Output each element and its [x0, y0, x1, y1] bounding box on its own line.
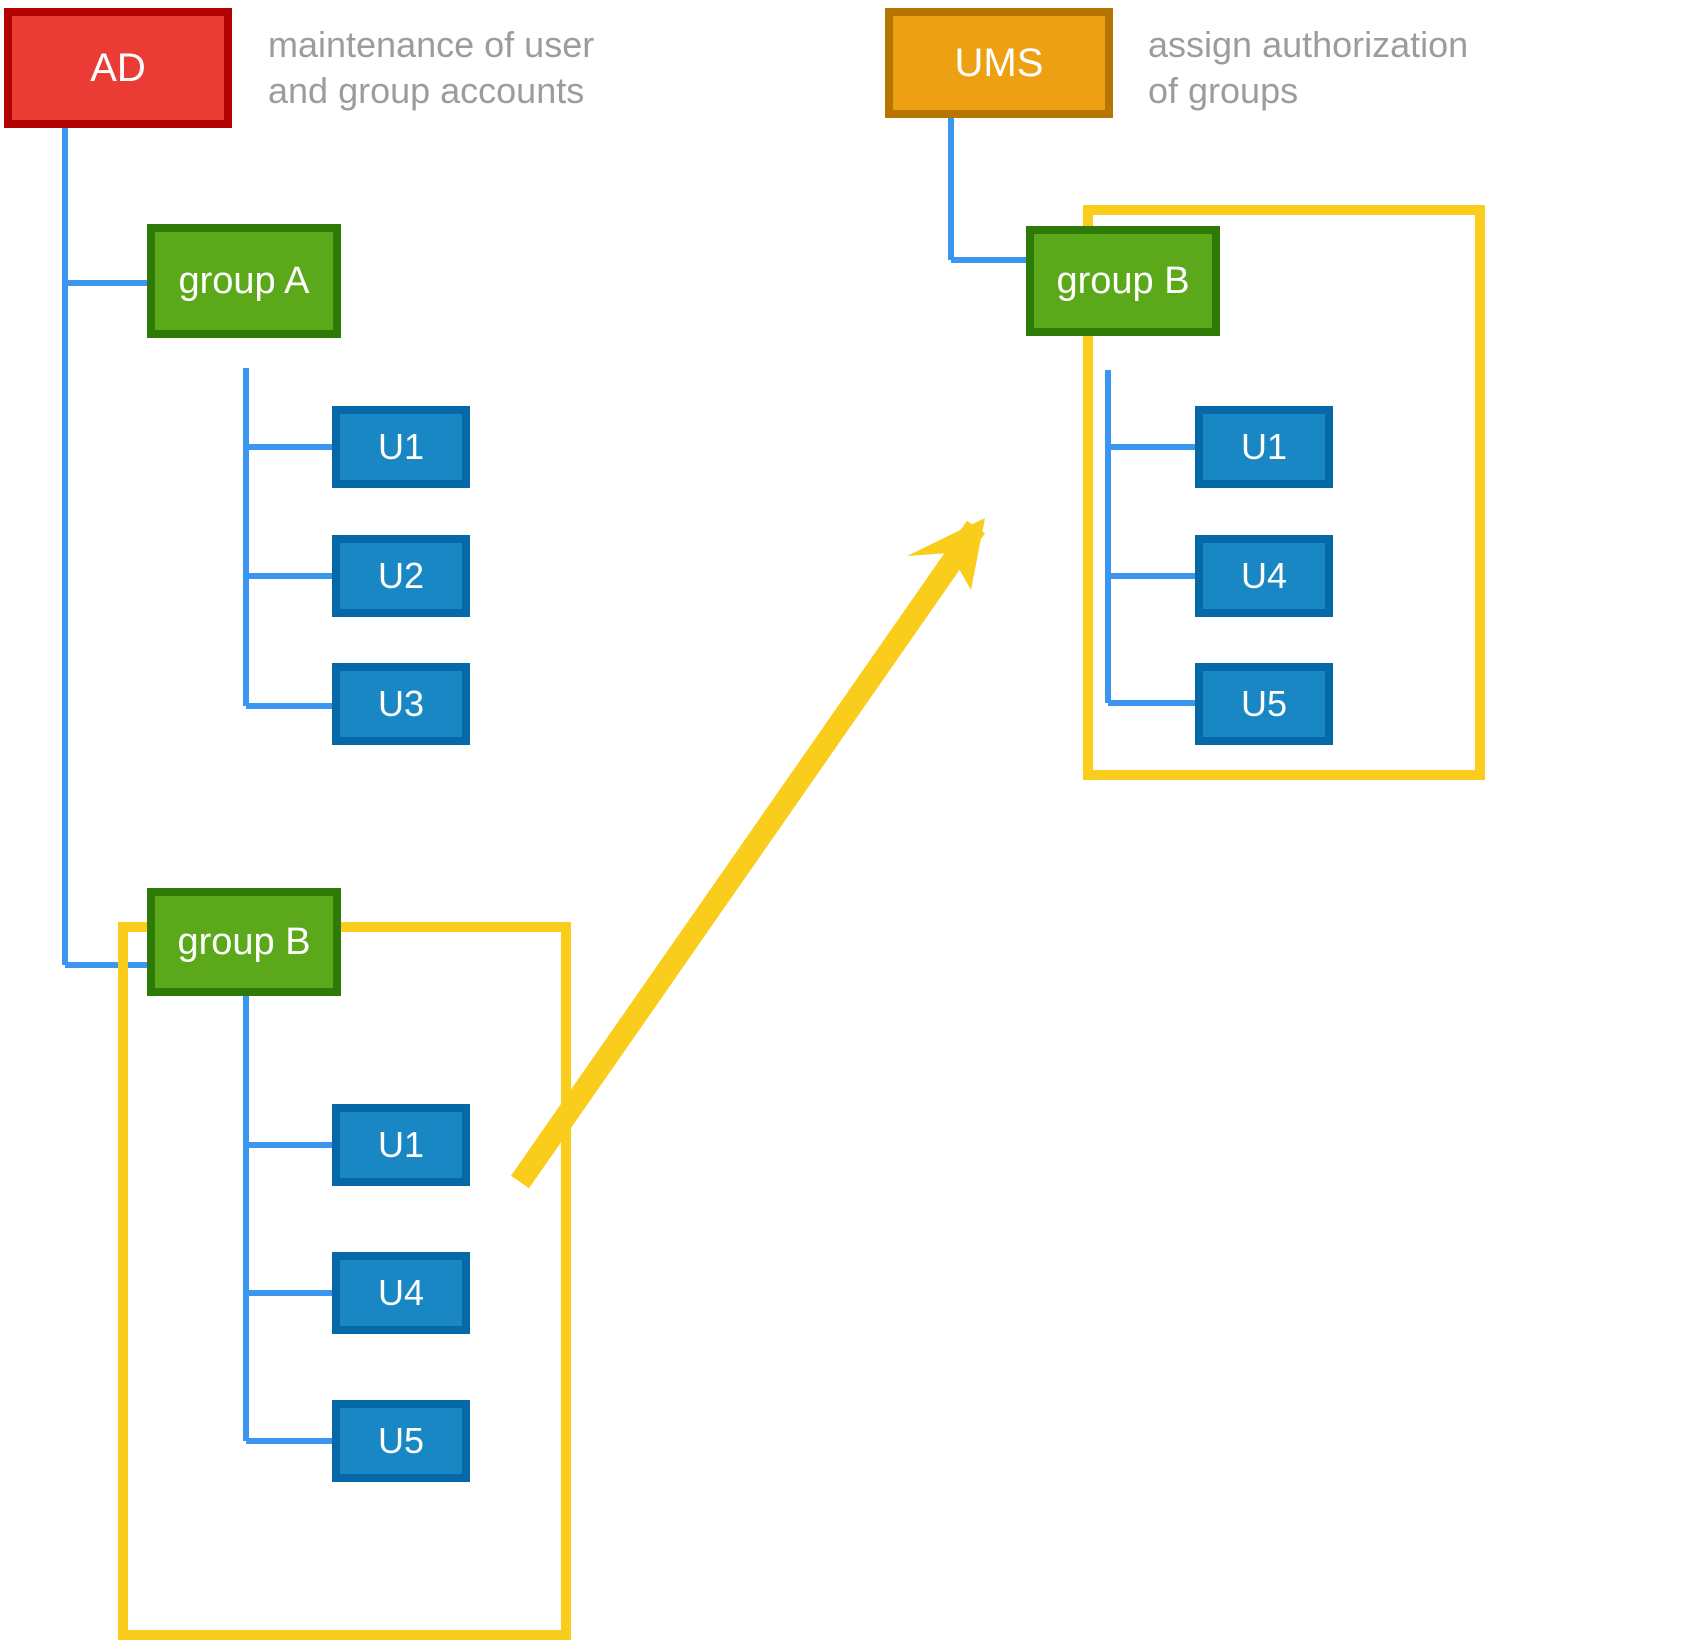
node-group-b-right[interactable]: group B — [1026, 226, 1220, 336]
node-group-a-user-u2[interactable]: U2 — [332, 535, 470, 617]
node-group-b-right-user-u5[interactable]: U5 — [1195, 663, 1333, 745]
node-label: U1 — [1240, 425, 1288, 467]
node-label: U4 — [377, 1271, 425, 1313]
node-ad-label: AD — [90, 45, 146, 90]
node-label: U5 — [1240, 682, 1288, 724]
node-group-b-left-user-u1[interactable]: U1 — [332, 1104, 470, 1186]
node-label: U5 — [377, 1419, 425, 1461]
node-label: U3 — [377, 682, 425, 724]
node-group-b-left[interactable]: group B — [147, 888, 341, 996]
note-ums: assign authorization of groups — [1148, 24, 1469, 112]
node-label: U2 — [377, 554, 425, 596]
container-group-b-right — [1083, 205, 1485, 780]
node-ad[interactable]: AD — [4, 8, 232, 128]
node-group-b-right-user-u4[interactable]: U4 — [1195, 535, 1333, 617]
node-group-a-label: group A — [178, 259, 310, 302]
node-group-b-left-label: group B — [177, 920, 311, 963]
node-label: U1 — [377, 425, 425, 467]
node-ums[interactable]: UMS — [885, 8, 1113, 118]
note-ad: maintenance of user and group accounts — [268, 24, 595, 112]
node-group-a-user-u1[interactable]: U1 — [332, 406, 470, 488]
container-group-b-left — [118, 922, 571, 1640]
node-group-b-right-label: group B — [1056, 259, 1190, 302]
node-group-b-left-user-u5[interactable]: U5 — [332, 1400, 470, 1482]
node-label: U1 — [377, 1123, 425, 1165]
node-group-a[interactable]: group A — [147, 224, 341, 338]
node-group-b-right-user-u1[interactable]: U1 — [1195, 406, 1333, 488]
node-ums-label: UMS — [954, 40, 1044, 85]
mapping-arrow — [510, 518, 986, 1189]
node-group-a-user-u3[interactable]: U3 — [332, 663, 470, 745]
node-group-b-left-user-u4[interactable]: U4 — [332, 1252, 470, 1334]
node-label: U4 — [1240, 554, 1288, 596]
